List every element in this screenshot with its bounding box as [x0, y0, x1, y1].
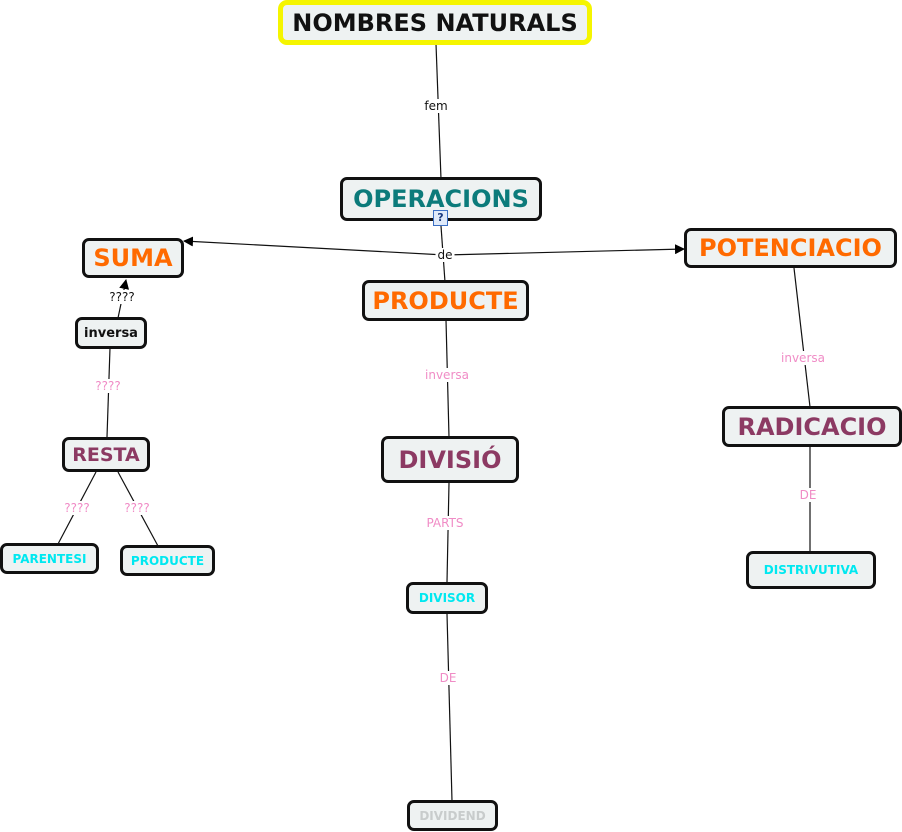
node-label: OPERACIONS — [353, 185, 529, 213]
node-producte-small[interactable]: PRODUCTE — [120, 545, 215, 576]
node-label: DIVIDEND — [419, 808, 486, 823]
node-label: PRODUCTE — [372, 286, 519, 315]
node-producte[interactable]: PRODUCTE — [362, 280, 529, 321]
node-distrivutiva[interactable]: DISTRIVUTIVA — [746, 551, 876, 589]
node-label: RESTA — [72, 443, 140, 466]
link-label-de: de — [435, 248, 455, 262]
node-label: NOMBRES NATURALS — [292, 8, 578, 37]
link-label-divisio-divisor: PARTS — [424, 516, 466, 530]
node-radicacio[interactable]: RADICACIO — [722, 406, 902, 447]
node-resta[interactable]: RESTA — [62, 437, 150, 472]
node-label: PRODUCTE — [130, 553, 205, 568]
link-label-producte-divisio: inversa — [423, 368, 471, 382]
question-document-icon[interactable]: ? — [433, 210, 448, 226]
node-nombres-naturals[interactable]: NOMBRES NATURALS — [278, 0, 592, 45]
link-label-inversa-resta: ???? — [93, 379, 123, 393]
node-label: POTENCIACIO — [699, 234, 882, 262]
node-suma[interactable]: SUMA — [82, 238, 184, 278]
link-label-pot-rad: inversa — [779, 351, 827, 365]
line-pot-rad — [793, 267, 811, 408]
link-label-resta-parentesi: ???? — [62, 501, 92, 515]
link-label-resta-producte: ???? — [122, 501, 152, 515]
node-potenciacio[interactable]: POTENCIACIO — [684, 228, 897, 268]
node-divisor[interactable]: DIVISOR — [406, 582, 488, 614]
line-de-suma — [183, 236, 446, 256]
line-de-potenciacio — [444, 244, 685, 256]
node-label: DIVISIÓ — [398, 445, 502, 474]
node-label: RADICACIO — [737, 412, 887, 441]
node-parentesi[interactable]: PARENTESI — [0, 543, 99, 574]
line-divisor-dividend — [446, 613, 453, 802]
node-label: DIVISOR — [418, 591, 476, 605]
link-label-rad-dist: DE — [797, 488, 819, 502]
node-label: inversa — [84, 325, 138, 341]
node-label: DISTRIVUTIVA — [763, 563, 859, 577]
node-label: PARENTESI — [12, 551, 87, 566]
link-label-fem: fem — [422, 99, 450, 113]
node-dividend[interactable]: DIVIDEND — [407, 800, 498, 831]
link-label-divisor-dividend: DE — [437, 671, 459, 685]
link-label-suma-q: ???? — [107, 290, 137, 304]
node-label: SUMA — [93, 244, 173, 272]
node-inversa[interactable]: inversa — [75, 317, 147, 349]
line-divisio-divisor — [446, 482, 450, 583]
node-divisio[interactable]: DIVISIÓ — [381, 436, 519, 483]
